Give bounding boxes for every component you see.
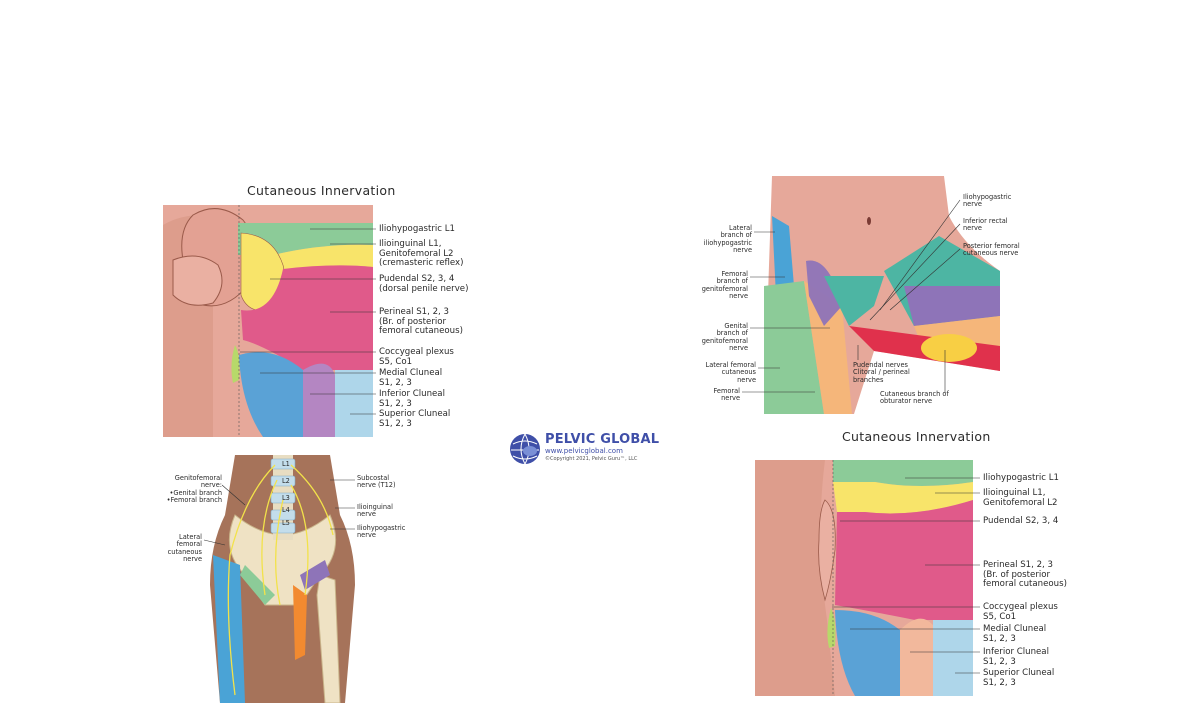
logo-copyright: ©Copyright 2021, Pelvic Guru™, LLC (545, 456, 638, 462)
skeleton-label-iliohypogastric: Iliohypogastric nerve (357, 524, 406, 540)
skeleton-label-subcostal: Subcostal nerve (T12) (357, 474, 396, 490)
front-label-posterior-femoral: Posterior femoral cutaneous nerve (963, 242, 1020, 258)
logo-name: PELVIC GLOBAL (545, 432, 660, 447)
front-label-iliohypogastric: Iliohypogastric nerve (963, 193, 1012, 209)
front-label-lateral-femoral-cutaneous: Lateral femoral cutaneous nerve (705, 361, 756, 384)
female-perineum-illustration (755, 460, 973, 696)
vertebra-l1: L1 (282, 460, 290, 468)
pelvic-global-logo: PELVIC GLOBAL www.pelvicglobal.com ©Copy… (508, 432, 668, 466)
front-label-pudendal-nerves: Pudendal nerves Clitoral / perineal bran… (853, 361, 910, 384)
skeleton-illustration (205, 455, 360, 703)
vertebra-l3: L3 (282, 494, 290, 502)
male-label-superior-cluneal: Superior Cluneal S1, 2, 3 (379, 409, 451, 429)
female-panel-title: Cutaneous Innervation (842, 429, 991, 444)
front-label-inferior-rectal: Inferior rectal nerve (963, 217, 1008, 233)
female-label-perineal: Perineal S1, 2, 3 (Br. of posterior femo… (983, 560, 1067, 589)
front-label-genital-genitofemoral: Genital branch of genitofemoral nerve (701, 322, 748, 352)
globe-pelvis-icon (510, 433, 540, 466)
female-label-pudendal: Pudendal S2, 3, 4 (983, 516, 1059, 526)
male-label-medial-cluneal: Medial Cluneal S1, 2, 3 (379, 368, 443, 388)
female-label-medial-cluneal: Medial Cluneal S1, 2, 3 (983, 624, 1047, 644)
front-label-femoral-genitofemoral: Femoral branch of genitofemoral nerve (701, 270, 748, 300)
female-label-ilioinguinal: Ilioinguinal L1, Genitofemoral L2 (983, 488, 1058, 508)
skeleton-label-lateral-femoral: Lateral femoral cutaneous nerve (167, 533, 202, 563)
front-label-femoral-nerve: Femoral nerve (713, 387, 740, 403)
male-label-coccygeal: Coccygeal plexus S5, Co1 (379, 347, 454, 367)
male-label-ilioinguinal: Ilioinguinal L1, Genitofemoral L2 (crema… (379, 239, 464, 268)
female-label-inferior-cluneal: Inferior Cluneal S1, 2, 3 (983, 647, 1049, 667)
male-label-iliohypogastric: Iliohypogastric L1 (379, 224, 456, 234)
male-label-pudendal: Pudendal S2, 3, 4 (dorsal penile nerve) (379, 274, 469, 294)
front-label-lateral-iliohypogastric: Lateral branch of iliohypogastric nerve (703, 224, 752, 254)
vertebra-l5: L5 (282, 519, 290, 527)
vertebra-l4: L4 (282, 506, 290, 514)
female-label-coccygeal: Coccygeal plexus S5, Co1 (983, 602, 1058, 622)
female-label-iliohypogastric: Iliohypogastric L1 (983, 473, 1060, 483)
male-label-inferior-cluneal: Inferior Cluneal S1, 2, 3 (379, 389, 445, 409)
front-label-obturator: Cutaneous branch of obturator nerve (880, 390, 949, 406)
skeleton-label-ilioinguinal: Ilioinguinal nerve (357, 503, 393, 519)
male-panel-title: Cutaneous Innervation (247, 183, 396, 198)
female-label-superior-cluneal: Superior Cluneal S1, 2, 3 (983, 668, 1055, 688)
male-perineum-illustration (163, 205, 373, 437)
male-label-perineal: Perineal S1, 2, 3 (Br. of posterior femo… (379, 307, 463, 336)
vertebra-l2: L2 (282, 477, 290, 485)
logo-url: www.pelvicglobal.com (545, 447, 623, 455)
skeleton-label-genitofemoral: Genitofemoral nerve: •Genital branch •Fe… (166, 474, 222, 504)
